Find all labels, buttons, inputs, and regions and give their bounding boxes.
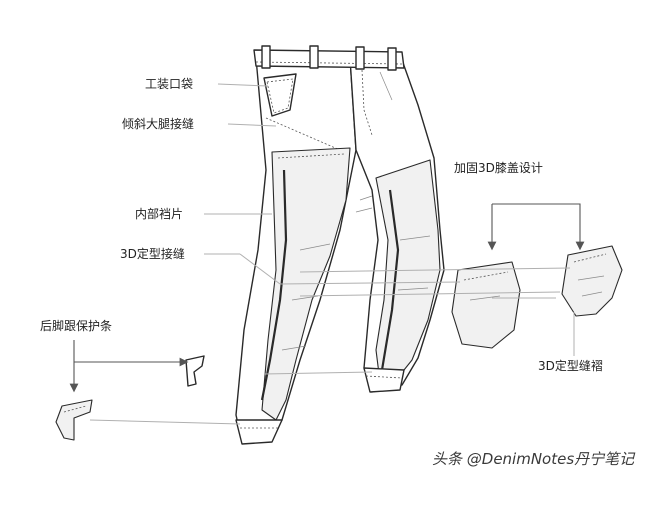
knee-piece-2 [561,245,623,317]
label-3d-pleat: 3D定型缝褶 [538,358,603,373]
label-3d-knee: 加固3D膝盖设计 [454,161,543,175]
heel-guard-large [55,399,93,441]
label-heel-guard: 后脚跟保护条 [40,318,112,333]
watermark: 头条 @DenimNotes丹宁笔记 [432,450,636,468]
pants-illustration [235,45,445,445]
heel-guard-small [185,355,205,387]
knee-piece-1 [451,261,521,349]
leader-lines [89,83,575,425]
label-3d-seam: 3D定型接缝 [120,246,185,261]
label-inner-crotch-panel: 内部裆片 [135,206,183,221]
label-work-pocket: 工装口袋 [145,77,193,91]
arrows [69,203,585,393]
label-slanted-leg-seam: 倾斜大腿接缝 [122,116,194,131]
